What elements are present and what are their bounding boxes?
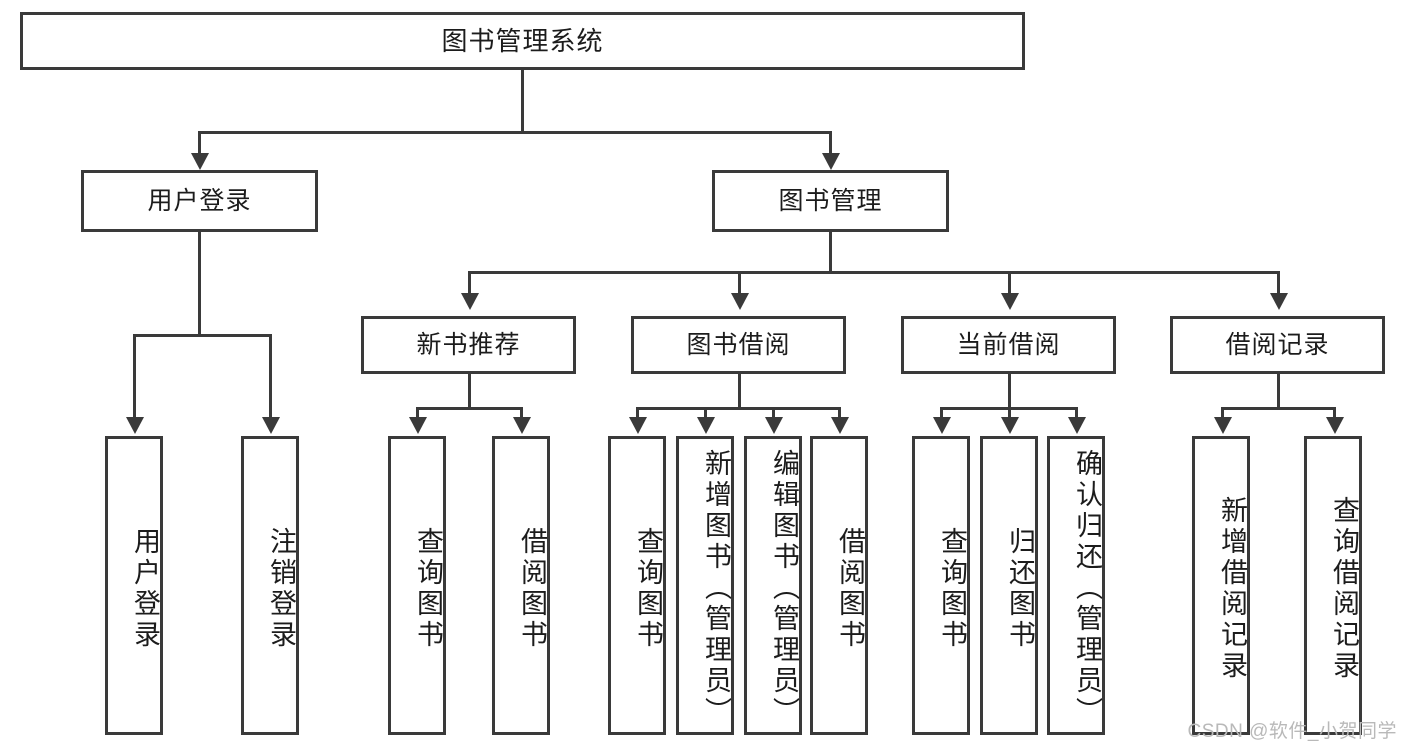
leaf-add-book-admin[interactable]: 新增图书（管理员） (676, 436, 734, 735)
connector-book-mgmt-bar (468, 271, 1280, 274)
connector-book-borrow-leaf-1 (636, 407, 639, 418)
arrowhead-current-borrow-leaf-1 (933, 417, 951, 434)
node-new-book-recommend[interactable]: 新书推荐 (361, 316, 576, 374)
connector-current-borrow-leaf-1 (940, 407, 943, 418)
leaf-add-borrow-record[interactable]: 新增借阅记录 (1192, 436, 1250, 735)
arrowhead-book-borrow-leaf-3 (765, 417, 783, 434)
connector-new-book-stem (468, 374, 471, 409)
arrowhead-book-borrow (731, 293, 749, 310)
connector-book-borrow-leaf-2 (704, 407, 707, 418)
arrowhead-borrow-record-leaf-1 (1214, 417, 1232, 434)
connector-new-book-leaf-1 (416, 407, 419, 418)
leaf-confirm-return-admin[interactable]: 确认归还（管理员） (1047, 436, 1105, 735)
connector-borrow-record-bar (1221, 407, 1336, 410)
arrowhead-book-mgmt (822, 153, 840, 170)
leaf-edit-book-admin[interactable]: 编辑图书（管理员） (744, 436, 802, 735)
arrowhead-user-login (191, 153, 209, 170)
leaf-query-borrow-record[interactable]: 查询借阅记录 (1304, 436, 1362, 735)
connector-new-book-bar (416, 407, 523, 410)
connector-to-new-book (468, 271, 471, 295)
leaf-query-book-borrow[interactable]: 查询图书 (608, 436, 666, 735)
connector-book-borrow-leaf-4 (838, 407, 841, 418)
connector-current-borrow-stem (1008, 374, 1011, 409)
connector-borrow-record-leaf-2 (1333, 407, 1336, 418)
arrowhead-borrow-record (1270, 293, 1288, 310)
node-borrow-record[interactable]: 借阅记录 (1170, 316, 1385, 374)
connector-root-bar (198, 131, 832, 134)
arrowhead-book-borrow-leaf-2 (697, 417, 715, 434)
connector-current-borrow-leaf-3 (1075, 407, 1078, 418)
node-root-system[interactable]: 图书管理系统 (20, 12, 1025, 70)
connector-book-mgmt-stem (829, 232, 832, 272)
connector-user-login-leaf-1 (133, 334, 136, 418)
arrowhead-new-book (461, 293, 479, 310)
leaf-borrow-book-new[interactable]: 借阅图书 (492, 436, 550, 735)
connector-to-borrow-record (1277, 271, 1280, 295)
connector-current-borrow-leaf-2 (1008, 407, 1011, 418)
leaf-borrow-book[interactable]: 借阅图书 (810, 436, 868, 735)
arrowhead-book-borrow-leaf-4 (831, 417, 849, 434)
connector-borrow-record-leaf-1 (1221, 407, 1224, 418)
arrowhead-current-borrow-leaf-2 (1001, 417, 1019, 434)
connector-to-book-borrow (738, 271, 741, 295)
connector-book-borrow-stem (738, 374, 741, 409)
connector-root-to-book-mgmt (829, 131, 832, 155)
leaf-query-book-new[interactable]: 查询图书 (388, 436, 446, 735)
arrowhead-leaf-user-login (126, 417, 144, 434)
connector-borrow-record-stem (1277, 374, 1280, 409)
arrowhead-leaf-logout (262, 417, 280, 434)
node-book-borrow[interactable]: 图书借阅 (631, 316, 846, 374)
watermark-text: CSDN @软件_小贺同学 (1187, 721, 1397, 742)
connector-root-to-user-login (198, 131, 201, 155)
leaf-logout[interactable]: 注销登录 (241, 436, 299, 735)
connector-to-current-borrow (1008, 271, 1011, 295)
arrowhead-new-book-leaf-1 (409, 417, 427, 434)
leaf-return-book[interactable]: 归还图书 (980, 436, 1038, 735)
arrowhead-borrow-record-leaf-2 (1326, 417, 1344, 434)
node-book-management[interactable]: 图书管理 (712, 170, 949, 232)
connector-user-login-bar (133, 334, 270, 337)
leaf-query-book-current[interactable]: 查询图书 (912, 436, 970, 735)
arrowhead-current-borrow-leaf-3 (1068, 417, 1086, 434)
node-user-login[interactable]: 用户登录 (81, 170, 318, 232)
arrowhead-book-borrow-leaf-1 (629, 417, 647, 434)
node-current-borrow[interactable]: 当前借阅 (901, 316, 1116, 374)
connector-user-login-stem (198, 232, 201, 335)
arrowhead-current-borrow (1001, 293, 1019, 310)
connector-user-login-leaf-2 (269, 334, 272, 418)
leaf-user-login[interactable]: 用户登录 (105, 436, 163, 735)
connector-root-stem (521, 70, 524, 132)
connector-book-borrow-leaf-3 (772, 407, 775, 418)
connector-new-book-leaf-2 (520, 407, 523, 418)
arrowhead-new-book-leaf-2 (513, 417, 531, 434)
connector-book-borrow-bar (636, 407, 841, 410)
